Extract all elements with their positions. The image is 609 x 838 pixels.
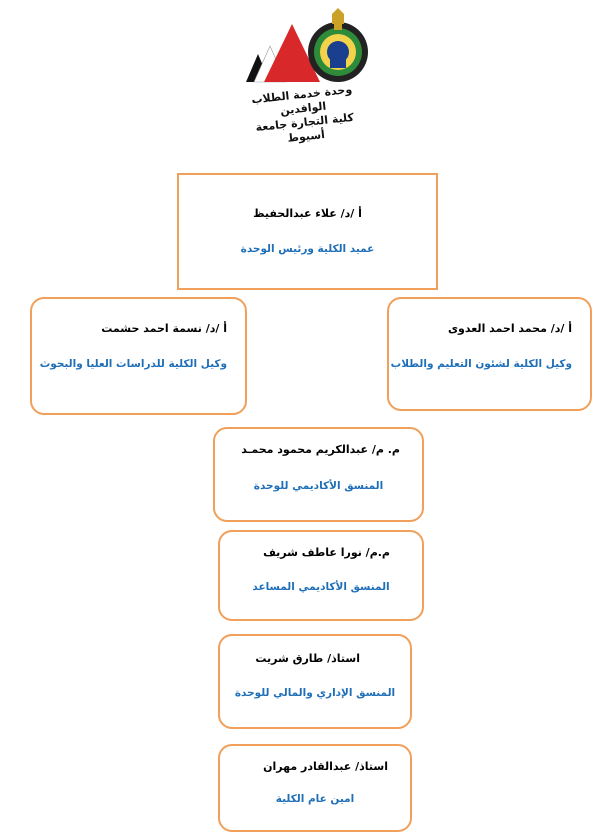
node-name: م. م/ عبدالكريم محمود محمـد [241,443,400,456]
node-name: م.م/ نورا عاطف شريف [263,546,390,559]
node-name: استاذ/ طارق شريت [255,652,360,665]
node-assistant-coordinator: م.م/ نورا عاطف شريف المنسق الأكاديمي الم… [218,530,424,621]
node-admin-coordinator: استاذ/ طارق شريت المنسق الإداري والمالي … [218,634,412,729]
node-role: وكيل الكلية لشئون التعليم والطلاب [390,358,572,370]
node-role: المنسق الأكاديمي للوحدة [253,480,384,492]
logo-caption: وحدة خدمة الطلاب الوافدين كلية التجارة ج… [237,81,370,150]
node-vice-students: أ /د/ محمد احمد العدوى وكيل الكلية لشئون… [387,297,592,411]
node-name: أ /د/ علاء عبدالحفيظ [253,207,362,220]
node-role: وكيل الكلية للدراسات العليا والبحوث [39,358,227,370]
node-role: عميد الكلية ورئيس الوحدة [240,243,375,255]
node-secretary-general: استاذ/ عبدالقادر مهران امين عام الكلية [218,744,412,832]
university-emblem-icon [246,8,368,83]
node-name: أ /د/ محمد احمد العدوى [447,322,572,335]
node-dean: أ /د/ علاء عبدالحفيظ عميد الكلية ورئيس ا… [177,173,438,290]
node-role: المنسق الإداري والمالي للوحدة [234,687,396,699]
node-academic-coordinator: م. م/ عبدالكريم محمود محمـد المنسق الأكا… [213,427,424,522]
node-name: أ /د/ نسمة احمد حشمت [101,322,227,335]
node-role: المنسق الأكاديمي المساعد [252,581,390,593]
node-name: استاذ/ عبدالقادر مهران [263,760,388,773]
node-vice-postgrad: أ /د/ نسمة احمد حشمت وكيل الكلية للدراسا… [30,297,247,415]
node-role: امين عام الكلية [275,793,355,805]
unit-logo: وحدة خدمة الطلاب الوافدين كلية التجارة ج… [240,6,380,145]
